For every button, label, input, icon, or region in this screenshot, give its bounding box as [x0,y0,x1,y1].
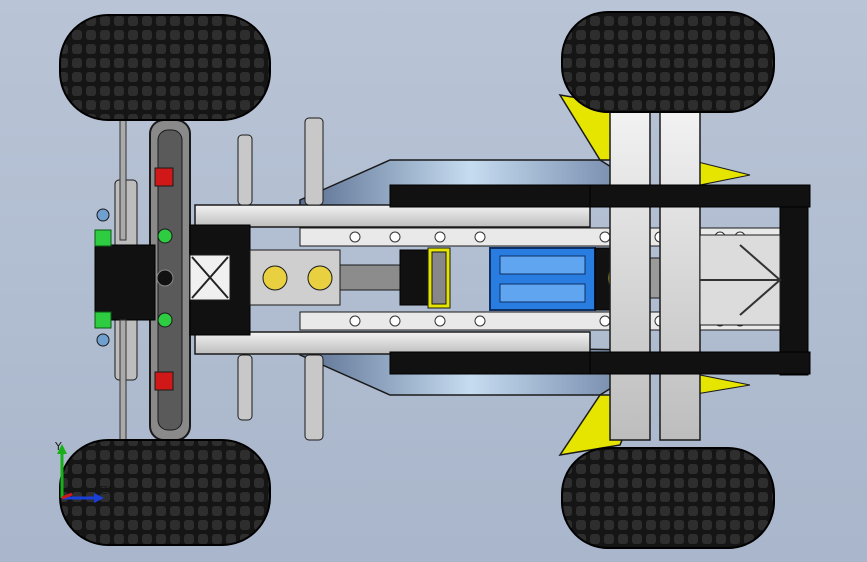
chassis-beam-top [194,204,591,228]
green-connector-bottom [94,311,112,329]
z-axis-label: Z [100,484,108,497]
green-connector-top [94,229,112,247]
tire-rear-left [561,11,775,113]
tire-rear-right [561,447,775,549]
y-axis-label: Y [54,440,62,453]
coordinate-axis-triad: Y Z [54,440,108,503]
tire-front-left [59,14,271,121]
chassis-beam-bottom [194,331,591,355]
tire-front-right [59,439,271,546]
x-axis-arrow [61,492,73,500]
